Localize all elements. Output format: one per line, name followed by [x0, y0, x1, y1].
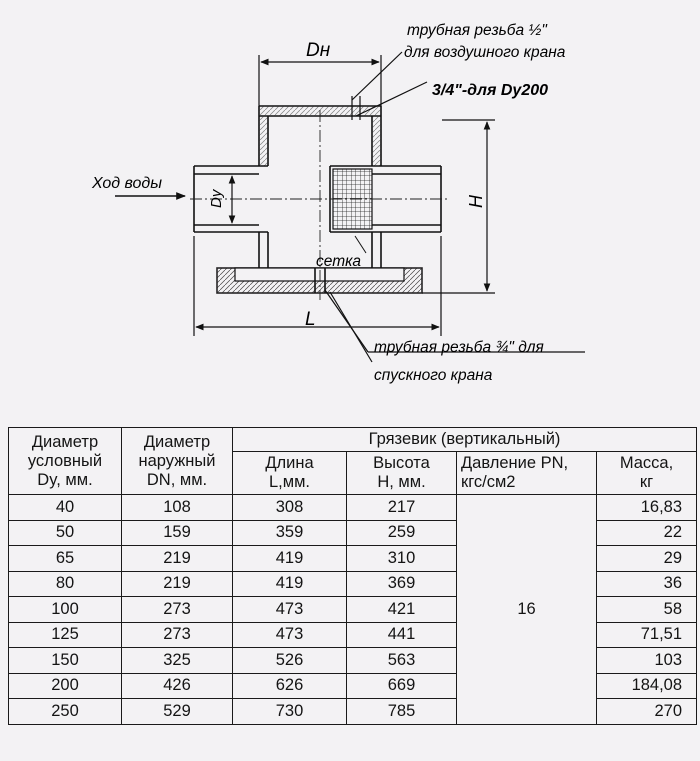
- header-group: Грязевик (вертикальный): [231, 427, 698, 452]
- cell-mass: 29: [595, 545, 698, 572]
- thread-drain-label-2: спускного крана: [374, 367, 493, 384]
- cell-dn: 219: [121, 570, 233, 597]
- cell-dy: 50: [8, 519, 122, 546]
- header-pn: Давление PN,кгс/см2: [456, 451, 597, 495]
- cell-l: 308: [232, 494, 347, 521]
- dy200-note: 3/4"-для Dy200: [432, 82, 548, 99]
- cell-pressure: 16: [456, 494, 597, 725]
- cell-l: 473: [232, 596, 347, 623]
- cell-dy: 150: [8, 647, 122, 674]
- h-dimension: [422, 119, 495, 294]
- cell-h: 217: [346, 494, 457, 521]
- l-dimension: [193, 236, 442, 336]
- cell-mass: 58: [595, 596, 698, 623]
- cell-h: 421: [346, 596, 457, 623]
- cell-mass: 71,51: [595, 621, 698, 648]
- cell-h: 259: [346, 519, 457, 546]
- mesh-label: сетка: [316, 253, 361, 270]
- mesh-leader: [354, 235, 367, 254]
- cell-l: 626: [232, 672, 347, 699]
- base-flange: [216, 267, 423, 294]
- outlet-pipe: [329, 165, 442, 233]
- cell-dn: 108: [121, 494, 233, 521]
- dy-label: Dy: [208, 188, 225, 208]
- cell-h: 785: [346, 698, 457, 725]
- cell-dn: 426: [121, 672, 233, 699]
- cell-mass: 184,08: [595, 672, 698, 699]
- cell-l: 730: [232, 698, 347, 725]
- cell-h: 369: [346, 570, 457, 597]
- cell-dy: 100: [8, 596, 122, 623]
- mud-trap-drawing: Dн трубная резьба ½" для воздушного кран…: [91, 22, 585, 384]
- cell-h: 669: [346, 672, 457, 699]
- cell-mass: 16,83: [595, 494, 698, 521]
- cell-dn: 529: [121, 698, 233, 725]
- water-flow-label: Ход воды: [91, 175, 162, 192]
- cell-dn: 273: [121, 621, 233, 648]
- cell-l: 419: [232, 570, 347, 597]
- cell-dn: 325: [121, 647, 233, 674]
- cell-l: 419: [232, 545, 347, 572]
- thread-air-label-1: трубная резьба ½": [407, 22, 548, 39]
- dn-label: Dн: [306, 40, 331, 61]
- cell-dy: 65: [8, 545, 122, 572]
- cell-mass: 270: [595, 698, 698, 725]
- header-mass: Масса,кг: [595, 451, 698, 495]
- cell-dy: 40: [8, 494, 122, 521]
- thread-drain-label-1: трубная резьба ¾" для: [374, 339, 544, 356]
- cell-h: 563: [346, 647, 457, 674]
- cell-dy: 80: [8, 570, 122, 597]
- cell-l: 526: [232, 647, 347, 674]
- cell-dn: 273: [121, 596, 233, 623]
- cell-dy: 200: [8, 672, 122, 699]
- air-valve-thread: [351, 51, 428, 120]
- cell-dy: 250: [8, 698, 122, 725]
- cell-mass: 103: [595, 647, 698, 674]
- dn-dimension: [258, 55, 382, 106]
- cell-dy: 125: [8, 621, 122, 648]
- cell-l: 473: [232, 621, 347, 648]
- h-label: H: [466, 194, 486, 208]
- cell-l: 359: [232, 519, 347, 546]
- drain-leader: [324, 289, 585, 363]
- l-label: L: [305, 309, 316, 330]
- thread-air-label-2: для воздушного крана: [404, 44, 566, 61]
- cell-mass: 36: [595, 570, 698, 597]
- cell-h: 441: [346, 621, 457, 648]
- cell-h: 310: [346, 545, 457, 572]
- cell-dn: 159: [121, 519, 233, 546]
- cell-mass: 22: [595, 519, 698, 546]
- cell-dn: 219: [121, 545, 233, 572]
